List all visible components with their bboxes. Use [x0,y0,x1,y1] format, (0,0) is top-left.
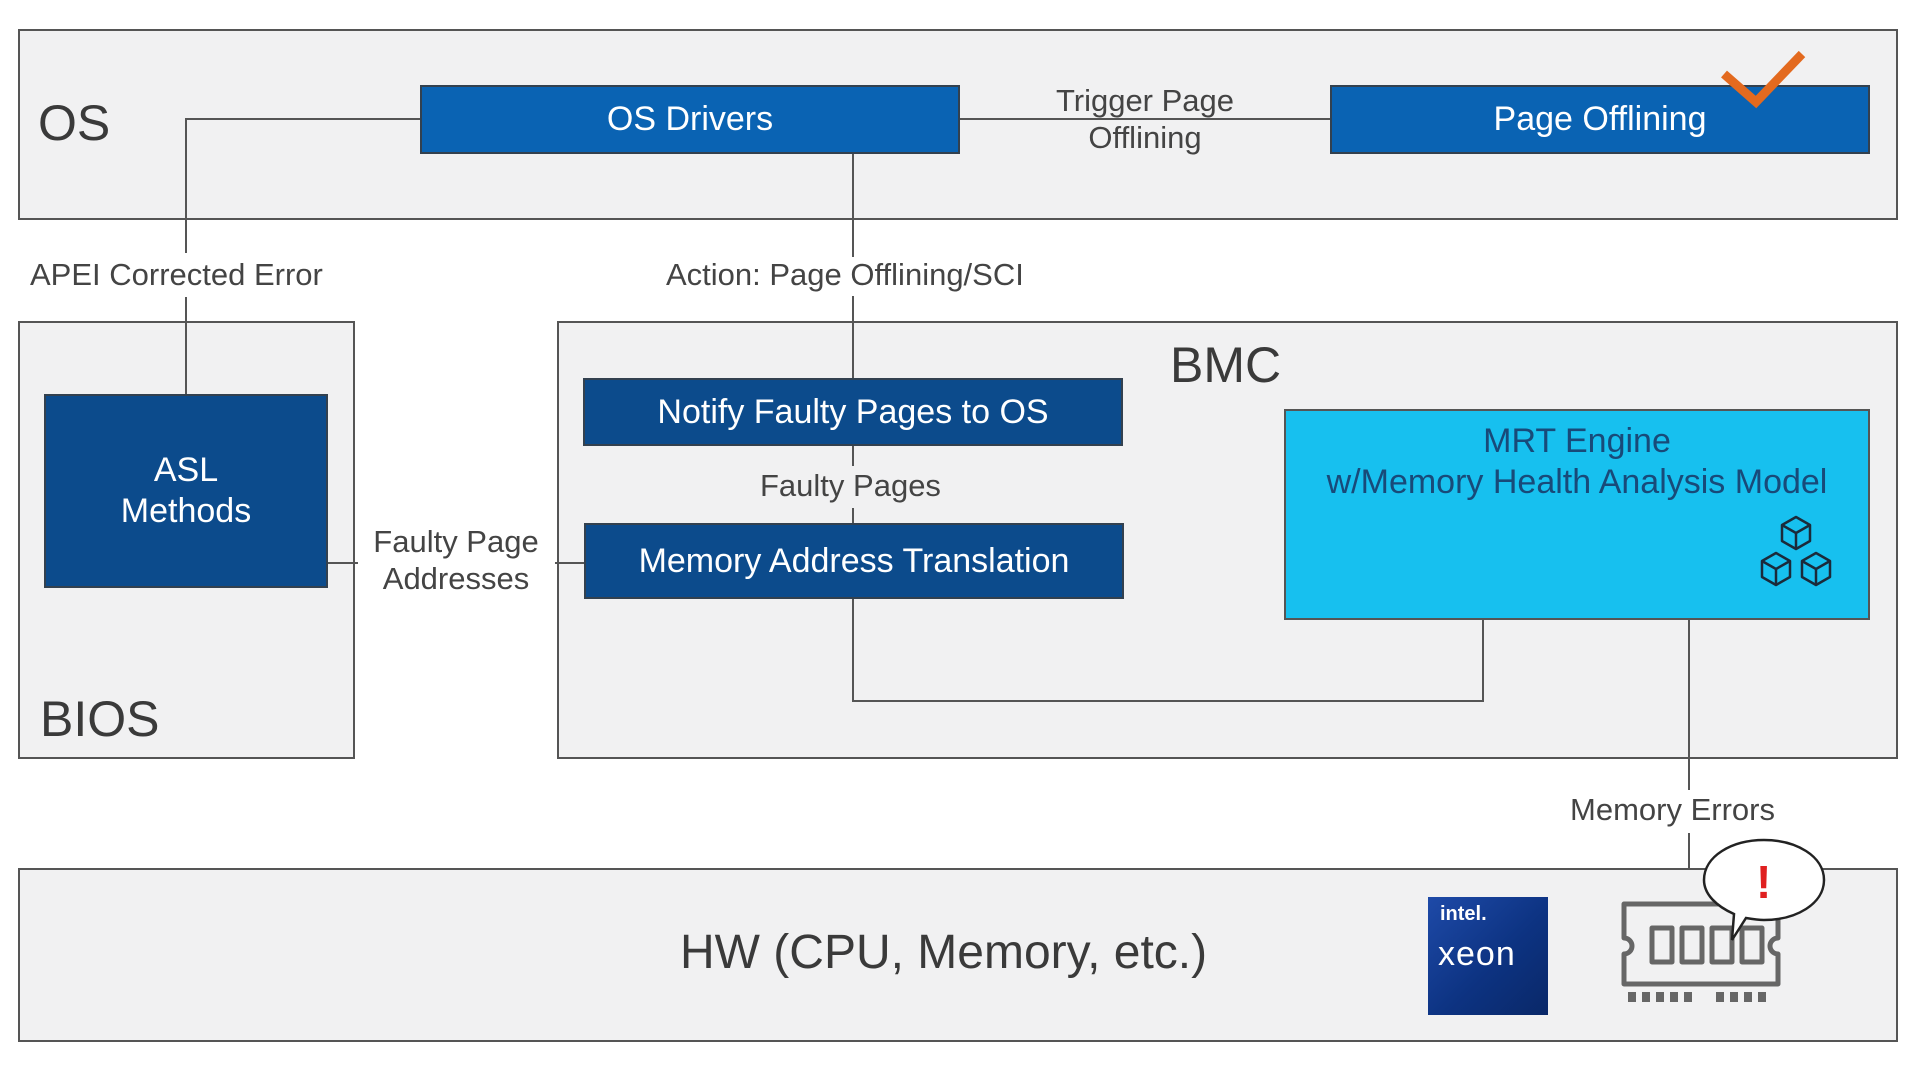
bios-layer-label: BIOS [40,691,160,747]
notify-faulty-pages-label: Notify Faulty Pages to OS [657,392,1049,431]
faulty-page-addr-line2: Addresses [382,561,530,597]
bmc-layer-label: BMC [1170,337,1282,393]
memory-module-icon [1621,901,1781,1002]
mrt-line1: MRT Engine [1483,422,1671,460]
intel-wordmark: intel. [1440,903,1487,925]
page-offlining-box: Page Offlining [1330,85,1870,154]
xeon-wordmark: xeon [1438,935,1516,973]
line-osdrivers-to-asl [185,118,422,253]
alert-mark: ! [1756,856,1772,908]
faulty-pages-label: Faulty Pages [760,468,941,503]
os-layer-label: OS [38,95,111,151]
action-page-offlining-label: Action: Page Offlining/SCI [666,257,1024,292]
page-offlining-label: Page Offlining [1493,100,1707,138]
memory-address-translation-box: Memory Address Translation [584,523,1124,599]
trigger-line2: Offlining [1088,120,1202,156]
line-mat-to-mrt [852,599,1484,702]
cubes-icon [1760,515,1832,587]
faulty-page-addr-line1: Faulty Page [373,524,539,559]
memory-errors-label: Memory Errors [1570,792,1775,827]
intel-xeon-logo: intel. xeon [1428,897,1548,1015]
mrt-line2: w/Memory Health Analysis Model [1326,462,1828,501]
apei-corrected-error-label: APEI Corrected Error [30,257,323,292]
hw-layer-label: HW (CPU, Memory, etc.) [680,926,1208,979]
asl-methods-box: ASL Methods [44,394,328,588]
trigger-page-offlining-label: Trigger Page Offlining [1030,82,1260,156]
mrt-engine-box: MRT Engine w/Memory Health Analysis Mode… [1284,409,1870,620]
hw-layer [18,868,1898,1042]
trigger-line1: Trigger Page [1055,83,1235,118]
os-drivers-label: OS Drivers [606,100,774,138]
faulty-page-addresses-label: Faulty Page Addresses [356,523,556,597]
notify-faulty-pages-box: Notify Faulty Pages to OS [583,378,1123,446]
check-icon [1721,50,1806,109]
asl-line2: Methods [120,492,252,530]
alert-bubble-icon [1702,838,1826,941]
memory-address-translation-label: Memory Address Translation [638,541,1070,580]
os-drivers-box: OS Drivers [420,85,960,154]
asl-line1: ASL [153,451,219,490]
